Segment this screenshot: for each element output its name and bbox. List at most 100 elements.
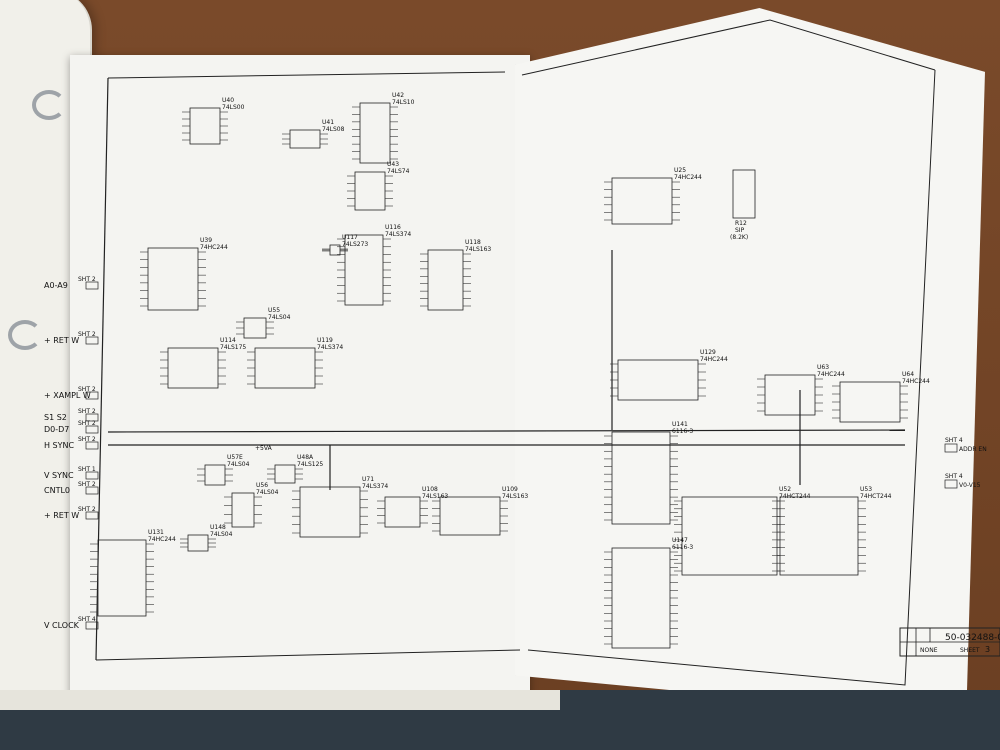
chip-type: 6116-3 [672,544,693,551]
signal-left: SHT 4V CLOCK [44,616,99,630]
bottom-page-edge [0,690,560,710]
schematic-page-right [515,8,985,718]
chip-type: 74LS175 [220,344,246,351]
signal-left: SHT 2 D0-D7 [44,420,99,434]
chip-type: 74LS273 [342,241,368,248]
signal-sheet: SHT 2 [78,386,96,393]
signal-sheet: SHT 4 [945,437,963,444]
chip-ref: U129 [700,349,716,356]
chip-type: 74LS374 [317,344,343,351]
chip-type: 74LS163 [465,246,491,253]
signal-sheet: SHT 2 [78,331,96,338]
rail-label: +5VA [255,445,273,452]
chip-ref: U43 [387,161,399,168]
chip-type: 74LS04 [227,461,250,468]
frame-top-right [521,19,936,76]
title-block: 50-032488-00 NONE SHEET 3 [899,627,1000,657]
chip-ref: U147 [672,537,688,544]
sheet-number: 3 [985,645,990,654]
chip-ref: U41 [322,119,334,126]
signal-name: + RET W [44,511,79,520]
chip-type: 74LS08 [322,126,345,133]
scale-value: NONE [920,647,938,654]
signal-sheet: SHT 2 [78,420,96,427]
chip-ref: U114 [220,337,236,344]
chip-ref: U56 [256,482,268,489]
chip-type: 6116-3 [672,428,693,435]
chip-ref: U52 [779,486,791,493]
chip-type: 74HC244 [200,244,228,251]
signal-name: ADDR EN [959,446,987,453]
chip-ref: U57E [227,454,243,461]
chip-type: 74LS00 [222,104,245,111]
signal-sheet: SHT 1 [78,466,96,473]
chip-ref: U117 [342,234,358,241]
signal-name: CNTL0 [44,486,70,495]
signal-left: SHT 2+ RET W [44,331,99,345]
signal-sheet: SHT 2 [78,276,96,283]
dip-type: SIP [735,227,745,234]
chip-ref: U109 [502,486,518,493]
chip-type: 74HC244 [148,536,176,543]
dip-value: (8.2K) [730,234,748,241]
chip-type: 74LS04 [210,531,233,538]
chip-type: 74LS125 [297,461,323,468]
signal-sheet: SHT 4 [78,616,96,623]
signal-name: V SYNC [44,471,74,480]
chip-type: 74HC244 [674,174,702,181]
chip-ref: U141 [672,421,688,428]
chip-type: 74LS163 [422,493,448,500]
chip-ref: U25 [674,167,686,174]
signal-left: SHT 2+ XAMPL W [44,386,99,400]
dip-switch-r12: R12 SIP (8.2K) [730,169,756,241]
frame-bottom-left [95,649,521,661]
chip-ref: U64 [902,371,914,378]
chip-ref: U118 [465,239,481,246]
chip-ref: U131 [148,529,164,536]
chip-type: 74HCT244 [779,493,811,500]
chip-type: 74LS374 [362,483,388,490]
signal-sheet: SHT 4 [945,473,963,480]
chip-type: 74LS10 [392,99,415,106]
signal-sheet: SHT 2 [78,436,96,443]
chip-ref: U71 [362,476,374,483]
signal-left: SHT 2A0-A9 [44,276,99,290]
chip-type: 74LS74 [387,168,410,175]
binder-ring-bottom [8,320,42,350]
chip-type: 74HCT244 [860,493,892,500]
chip-type: 74LS374 [385,231,411,238]
doc-number: 50-032488-00 [945,633,1000,643]
signal-left: SHT 2+ RET W [44,506,99,520]
signal-right: SHT 4V0-V15 [944,473,981,489]
chip-ref: U119 [317,337,333,344]
dip-ref: R12 [735,220,747,227]
frame-top-left [107,71,506,79]
signal-name: D0-D7 [44,425,69,434]
sheet-label: SHEET [960,647,980,654]
chip-ref: U40 [222,97,234,104]
signal-sheet: SHT 2 [78,481,96,488]
signal-name: + RET W [44,336,79,345]
chip-ref: U108 [422,486,438,493]
